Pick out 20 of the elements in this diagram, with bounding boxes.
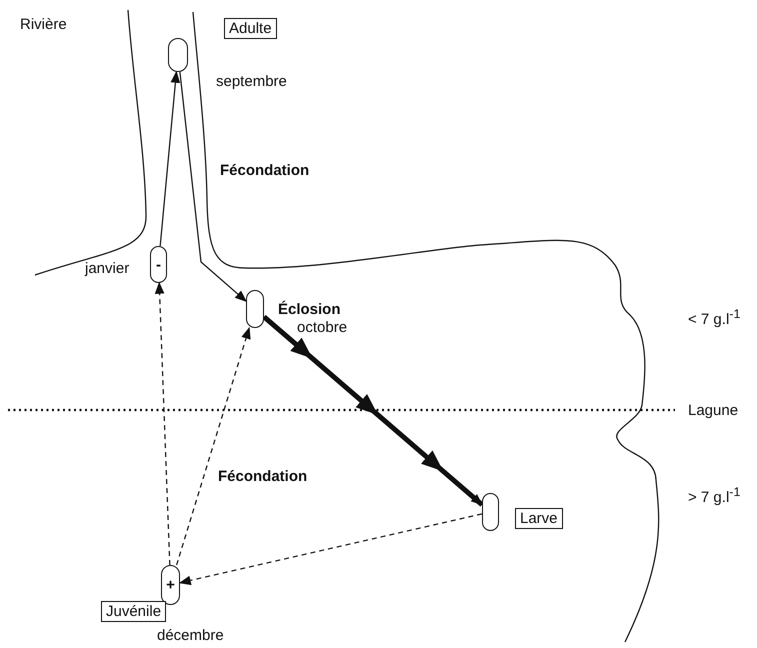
stage-label: Adulte [224, 18, 277, 39]
month-label: octobre [297, 320, 348, 335]
arrow [179, 72, 247, 302]
stage-label: Larve [515, 508, 563, 529]
arrow [154, 282, 170, 566]
month-label: janvier [85, 261, 130, 276]
arrow [262, 314, 484, 507]
sign-label: + [166, 578, 175, 592]
area-label: Lagune [688, 403, 738, 418]
arrow [160, 70, 180, 246]
month-label: septembre [216, 74, 287, 89]
stage-label: Juvénile [101, 601, 166, 622]
stage-heading: Éclosion [278, 302, 341, 317]
area-label: > 7 g.l$^{-1}$ [688, 486, 740, 505]
arrow [176, 326, 251, 566]
area-label: Rivière [20, 17, 67, 32]
arrow [178, 513, 482, 586]
area-label: < 7 g.l$^{-1}$ [688, 308, 740, 327]
sign-label: - [156, 257, 161, 272]
month-label: décembre [157, 628, 224, 643]
